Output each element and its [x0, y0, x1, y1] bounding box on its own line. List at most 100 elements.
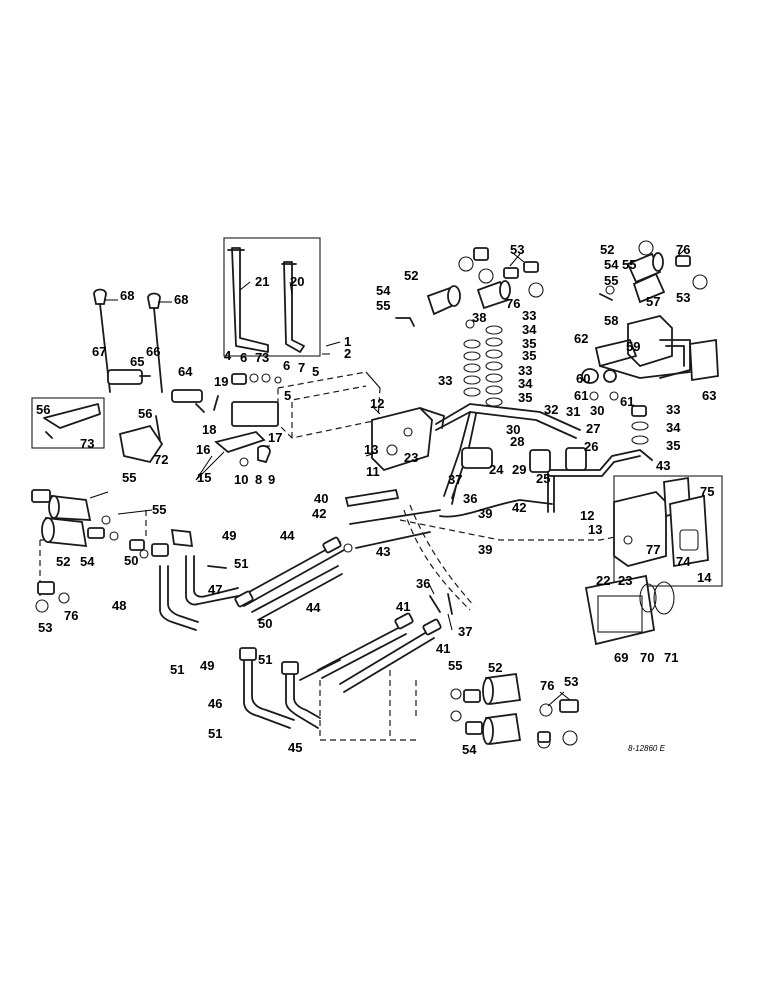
callout-c12b: 12 [580, 508, 594, 523]
callout-c34a: 34 [522, 322, 537, 337]
callout-c56b: 56 [138, 406, 152, 421]
callout-c46: 46 [208, 696, 222, 711]
callout-c52b: 52 [600, 242, 614, 257]
callout-c55e: 55 [448, 658, 462, 673]
callout-c56a: 56 [36, 402, 50, 417]
callout-c55a: 55 [376, 298, 390, 313]
callout-c22: 22 [596, 573, 610, 588]
callout-c15: 15 [197, 470, 211, 485]
callout-c30a: 30 [506, 422, 520, 437]
callout-c61a: 61 [574, 388, 588, 403]
callout-c20: 20 [290, 274, 304, 289]
callout-c62: 62 [574, 331, 588, 346]
hoses-41 [317, 612, 442, 693]
callout-c9: 9 [268, 472, 275, 487]
callout-c6a: 6 [240, 350, 247, 365]
callout-c27: 27 [586, 421, 600, 436]
callout-c29: 29 [512, 462, 526, 477]
callout-c77: 77 [646, 542, 660, 557]
callout-c69: 69 [614, 650, 628, 665]
lever-rods [93, 288, 205, 413]
callout-c3: 3 [262, 350, 269, 365]
callout-c55b: 55 [604, 273, 618, 288]
callout-c12a: 12 [370, 396, 384, 411]
callout-c52a: 52 [404, 268, 418, 283]
callout-c70: 70 [640, 650, 654, 665]
callout-c47: 47 [208, 582, 222, 597]
callout-c55d: 55 [152, 502, 166, 517]
callout-c1: 1 [344, 334, 351, 349]
callout-c49b: 49 [200, 658, 214, 673]
dashed-lines [39, 504, 651, 741]
control-lever-group [223, 237, 321, 357]
callout-c35b: 35 [522, 336, 536, 351]
bracket-72 [118, 424, 164, 464]
valve-housing [277, 371, 381, 439]
callout-c52d: 52 [488, 660, 502, 675]
callout-c13a: 13 [364, 442, 378, 457]
callout-c74: 74 [676, 554, 691, 569]
callout-c64: 64 [178, 364, 193, 379]
callout-c60: 60 [576, 371, 590, 386]
callout-c38: 38 [472, 310, 486, 325]
left-couplers [31, 489, 119, 613]
bolts [429, 485, 457, 615]
callout-c39b: 39 [478, 542, 492, 557]
callout-c41a: 41 [396, 599, 410, 614]
callout-c4: 4 [224, 348, 232, 363]
callout-c54d: 54 [462, 742, 477, 757]
callout-c40: 40 [314, 491, 328, 506]
callout-c76a: 76 [506, 296, 520, 311]
callout-c66: 66 [146, 344, 160, 359]
callout-c24: 24 [489, 462, 504, 477]
callout-c16: 16 [196, 442, 210, 457]
callout-c43b: 43 [656, 458, 670, 473]
callout-c55c: 55 [122, 470, 136, 485]
callout-c67: 67 [92, 344, 106, 359]
callout-c30b: 30 [590, 403, 604, 418]
callout-c6b: 6 [283, 358, 290, 373]
callout-c35a: 35 [522, 348, 536, 363]
callout-c39a: 39 [478, 506, 492, 521]
callout-c59: 59 [626, 339, 640, 354]
callout-c25: 25 [536, 471, 550, 486]
callout-c51b: 51 [170, 662, 184, 677]
callout-c75: 75 [700, 484, 714, 499]
callout-c51d: 51 [208, 726, 222, 741]
callout-c8: 8 [255, 472, 262, 487]
pipes-48-47 [159, 555, 239, 631]
callout-c14: 14 [697, 570, 712, 585]
callout-c65: 65 [130, 354, 144, 369]
callout-c44b: 44 [306, 600, 321, 615]
callout-c63: 63 [702, 388, 716, 403]
callout-c31: 31 [566, 404, 580, 419]
center-pipework [343, 403, 653, 553]
callout-c51c: 51 [258, 652, 272, 667]
callout-c61b: 61 [620, 394, 634, 409]
callout-c28: 28 [510, 434, 524, 449]
callout-c54b: 54 [604, 257, 619, 272]
callout-c18: 18 [202, 422, 216, 437]
callout-c45: 45 [288, 740, 302, 755]
callout-c17: 17 [268, 430, 282, 445]
cover-plates [584, 574, 675, 646]
callout-c23b: 23 [618, 573, 632, 588]
bracket-box-73 [31, 397, 105, 449]
callout-c76d: 76 [540, 678, 554, 693]
callout-c44a: 44 [280, 528, 295, 543]
left-fittings [129, 528, 227, 569]
callout-c53d: 53 [564, 674, 578, 689]
callout-c73: 73 [80, 436, 94, 451]
callout-c53b: 53 [676, 290, 690, 305]
callout-c53a: 53 [510, 242, 524, 257]
callout-c34b: 34 [518, 376, 533, 391]
callout-c35d: 35 [666, 438, 680, 453]
callout-c58: 58 [604, 313, 618, 328]
callout-c68a: 68 [120, 288, 134, 303]
right-valve-assembly [581, 315, 719, 401]
callout-c43a: 43 [376, 544, 390, 559]
callout-c76b: 76 [676, 242, 690, 257]
callout-c55f: 55 [622, 257, 636, 272]
callout-c33b: 33 [522, 308, 536, 323]
